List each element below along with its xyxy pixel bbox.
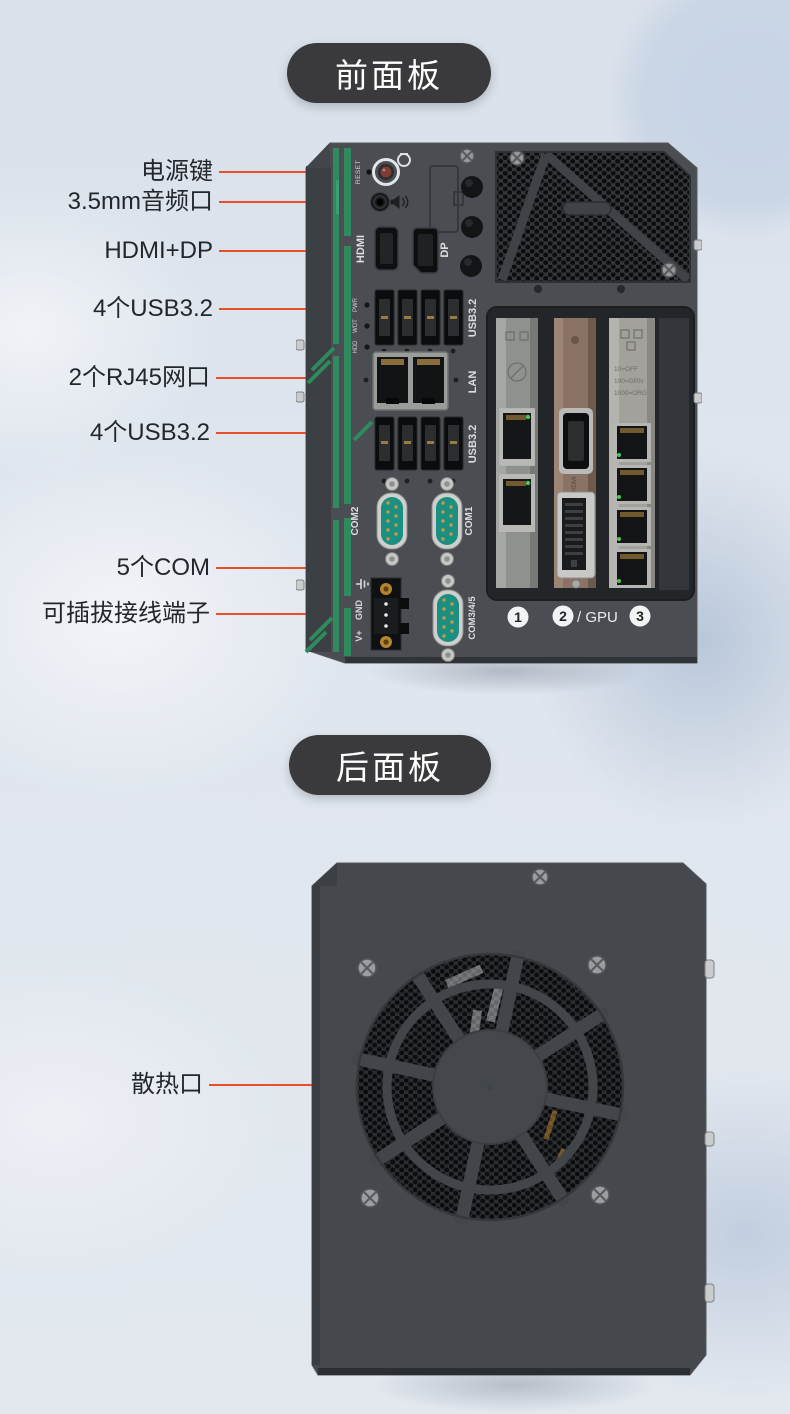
chassis-chamfer	[312, 863, 337, 886]
gpu-hdmi-label: HDMI	[572, 476, 578, 492]
ground-icon	[356, 579, 369, 589]
callout-usb-top: 4个USB3.2	[92, 295, 213, 322]
usb-top-label: USB3.2	[467, 299, 479, 338]
mount-hole	[617, 285, 625, 293]
com2-port	[376, 477, 408, 566]
expansion-slot-2-gpu: HDMI	[554, 318, 596, 589]
slot2-badge: 2	[559, 608, 567, 624]
lan-ports	[372, 351, 449, 411]
dp-port	[412, 227, 439, 274]
slot1-rj45-port	[499, 474, 535, 532]
antenna-hole-plugs	[460, 176, 483, 277]
slot3-badge: 3	[636, 608, 644, 624]
lan-legend-line1: 10=OFF	[614, 366, 638, 373]
dp-label: DP	[439, 242, 451, 257]
expansion-bay: HDMI	[486, 306, 695, 601]
vent-grille	[495, 150, 691, 284]
hdmi-port	[374, 226, 399, 271]
wdt-led	[364, 323, 370, 329]
vent-dot	[363, 377, 369, 383]
expansion-slot-1	[496, 318, 538, 588]
com2-label: COM2	[350, 506, 361, 535]
rear-panel-header-label: 后面板	[336, 749, 444, 786]
gpu-dvi-port	[556, 491, 596, 589]
front-panel-photo: RESET HDMI	[296, 142, 702, 664]
callout-line	[216, 613, 387, 615]
expansion-slot-3: 10=OFF 100=GRN 1000=ORG	[609, 318, 655, 588]
lan-legend-line2: 100=GRN	[614, 378, 643, 385]
callout-cooling-vent: 散热口	[131, 1071, 203, 1098]
chassis-chamfer	[306, 143, 330, 168]
chassis-side-face	[306, 166, 331, 652]
lan-legend-line3: 1000=ORG	[614, 390, 647, 397]
chassis-bottom-edge	[345, 657, 697, 663]
slot2-gpu-suffix: / GPU	[577, 609, 618, 626]
terminal-block	[370, 577, 409, 651]
com1-label: COM1	[464, 506, 475, 535]
usb-bottom-label: USB3.2	[467, 425, 479, 464]
screw-icon	[357, 958, 377, 978]
com1-port	[431, 477, 463, 566]
fan-vent	[352, 949, 628, 1225]
screw-icon	[360, 1188, 380, 1208]
reset-label: RESET	[355, 160, 362, 184]
slot-number-badges: 1 2 / GPU 3	[507, 605, 651, 628]
vplus-label: V+	[354, 630, 364, 641]
gnd-label: GND	[354, 600, 364, 621]
com345-label: COM3/4/5	[467, 596, 478, 640]
reset-pinhole	[366, 169, 372, 175]
gpu-hdmi-port	[559, 408, 593, 474]
vent-dots-row	[381, 478, 456, 484]
screw-icon	[531, 868, 549, 886]
screw-icon	[459, 148, 475, 164]
callout-audio-jack: 3.5mm音频口	[67, 188, 213, 215]
bracket-cutout-outline	[429, 165, 464, 233]
screw-icon	[587, 955, 607, 975]
lan-label: LAN	[467, 371, 479, 394]
wdt-led-label: WDT	[353, 319, 359, 333]
chassis-side-face	[312, 886, 320, 1365]
callout-line	[219, 201, 372, 203]
slot3-rj45-ports	[613, 423, 651, 588]
speaker-icon	[390, 194, 409, 210]
side-mount-nubs	[704, 959, 715, 1303]
front-panel-header-label: 前面板	[335, 57, 443, 94]
callout-usb-bottom: 4个USB3.2	[89, 419, 210, 446]
hdd-led-label: HDD	[353, 340, 359, 354]
callout-rj45: 2个RJ45网口	[68, 364, 210, 391]
hdmi-label: HDMI	[355, 235, 367, 263]
side-mount-nubs	[296, 239, 702, 591]
rear-panel-photo	[311, 862, 715, 1376]
pwr-led	[364, 302, 370, 308]
usb-ports-top	[374, 289, 464, 346]
vent-handle-cutout	[562, 201, 612, 216]
audio-jack	[370, 192, 390, 212]
screw-icon	[509, 150, 525, 166]
hdd-led	[364, 344, 370, 350]
callout-terminal: 可插拔接线端子	[42, 600, 210, 627]
screw-icon	[590, 1185, 610, 1205]
green-stripe-decoration	[304, 148, 374, 656]
power-button-icon	[372, 153, 411, 186]
pwr-led-label: PWR	[353, 297, 359, 312]
com345-port	[432, 574, 464, 662]
slot1-badge: 1	[514, 609, 522, 625]
callout-line	[219, 171, 374, 173]
chassis-bottom-edge	[318, 1368, 690, 1375]
slot1-rj45-port	[498, 407, 536, 467]
screw-icon	[661, 262, 677, 278]
callout-com: 5个COM	[116, 554, 210, 581]
rear-panel-header-pill: 后面板	[289, 735, 491, 795]
vent-dot	[453, 377, 459, 383]
usb-ports-bottom	[374, 416, 464, 471]
callout-power-button: 电源键	[141, 158, 213, 185]
callout-hdmi-dp: HDMI+DP	[104, 237, 213, 264]
mount-hole	[534, 285, 542, 293]
front-panel-header-pill: 前面板	[287, 43, 491, 103]
